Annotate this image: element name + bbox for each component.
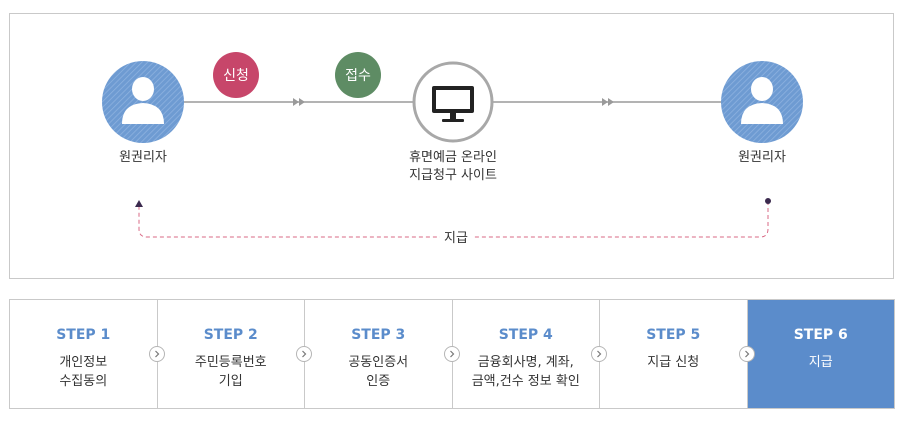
step-desc: 지급	[748, 353, 895, 372]
step-title: STEP 4	[498, 327, 553, 343]
step-title: STEP 1	[56, 327, 111, 343]
step-desc-line1: 공동인증서	[348, 355, 409, 370]
step-desc-line2: 기입	[218, 374, 243, 389]
payment-return-path: 지급	[135, 198, 771, 246]
steps-bar: STEP 1 개인정보 수집동의 STEP 2 주민등록번호 기입 STEP 3…	[9, 299, 895, 409]
step-desc-line1: 지급	[808, 355, 833, 370]
online-site-node	[412, 61, 494, 143]
step-title: STEP 3	[351, 327, 406, 343]
step-desc-line1: 개인정보	[59, 355, 108, 370]
step-title: STEP 5	[646, 327, 701, 343]
monitor-icon	[432, 86, 474, 122]
step-desc-line1: 금융회사명, 계좌,	[477, 355, 574, 370]
site-label-line1: 휴면예금 온라인	[409, 150, 497, 165]
step-desc: 지급 신청	[600, 353, 747, 372]
step-5: STEP 5 지급 신청	[591, 300, 748, 408]
step-desc-line2: 인증	[366, 374, 391, 389]
flow-arrow-icon	[602, 98, 614, 106]
step-title: STEP 6	[793, 327, 848, 343]
step-6: STEP 6 지급	[738, 300, 895, 408]
receive-badge: 접수	[335, 52, 381, 98]
chevron-right-icon	[738, 346, 755, 362]
site-label: 휴면예금 온라인 지급청구 사이트	[383, 149, 523, 185]
step-desc-line1: 지급 신청	[647, 355, 700, 370]
chevron-right-icon	[296, 346, 312, 362]
step-desc-line1: 주민등록번호	[194, 355, 267, 370]
step-4: STEP 4 금융회사명, 계좌, 금액,건수 정보 확인	[443, 300, 600, 408]
payment-label: 지급	[444, 231, 468, 246]
step-1: STEP 1 개인정보 수집동의	[10, 300, 158, 408]
step-2: STEP 2 주민등록번호 기입	[148, 300, 305, 408]
step-desc: 공동인증서 인증	[305, 353, 452, 391]
flow-diagram-graphics: 신청 접수 지급	[102, 52, 803, 246]
apply-badge-label: 신청	[223, 68, 249, 84]
apply-badge: 신청	[213, 52, 259, 98]
chevron-right-icon	[591, 346, 607, 362]
right-actor-label: 원권리자	[738, 150, 786, 165]
step-desc: 금융회사명, 계좌, 금액,건수 정보 확인	[453, 353, 600, 391]
site-label-line2: 지급청구 사이트	[409, 168, 497, 183]
receive-badge-label: 접수	[345, 68, 371, 84]
chevron-right-icon	[148, 346, 165, 362]
person-icon	[122, 77, 164, 124]
return-start-dot	[765, 198, 771, 204]
chevron-right-icon	[443, 346, 460, 362]
left-actor-label: 원권리자	[119, 150, 167, 165]
step-title: STEP 2	[203, 327, 258, 343]
flow-arrow-icon	[293, 98, 305, 106]
person-icon	[741, 77, 783, 124]
step-desc-line2: 금액,건수 정보 확인	[471, 374, 580, 389]
return-arrowhead-icon	[135, 200, 143, 207]
right-actor-avatar	[721, 61, 803, 143]
step-desc: 개인정보 수집동의	[10, 353, 157, 391]
step-desc: 주민등록번호 기입	[158, 353, 305, 391]
step-3: STEP 3 공동인증서 인증	[296, 300, 453, 408]
left-actor-avatar	[102, 61, 184, 143]
step-desc-line2: 수집동의	[59, 374, 108, 389]
